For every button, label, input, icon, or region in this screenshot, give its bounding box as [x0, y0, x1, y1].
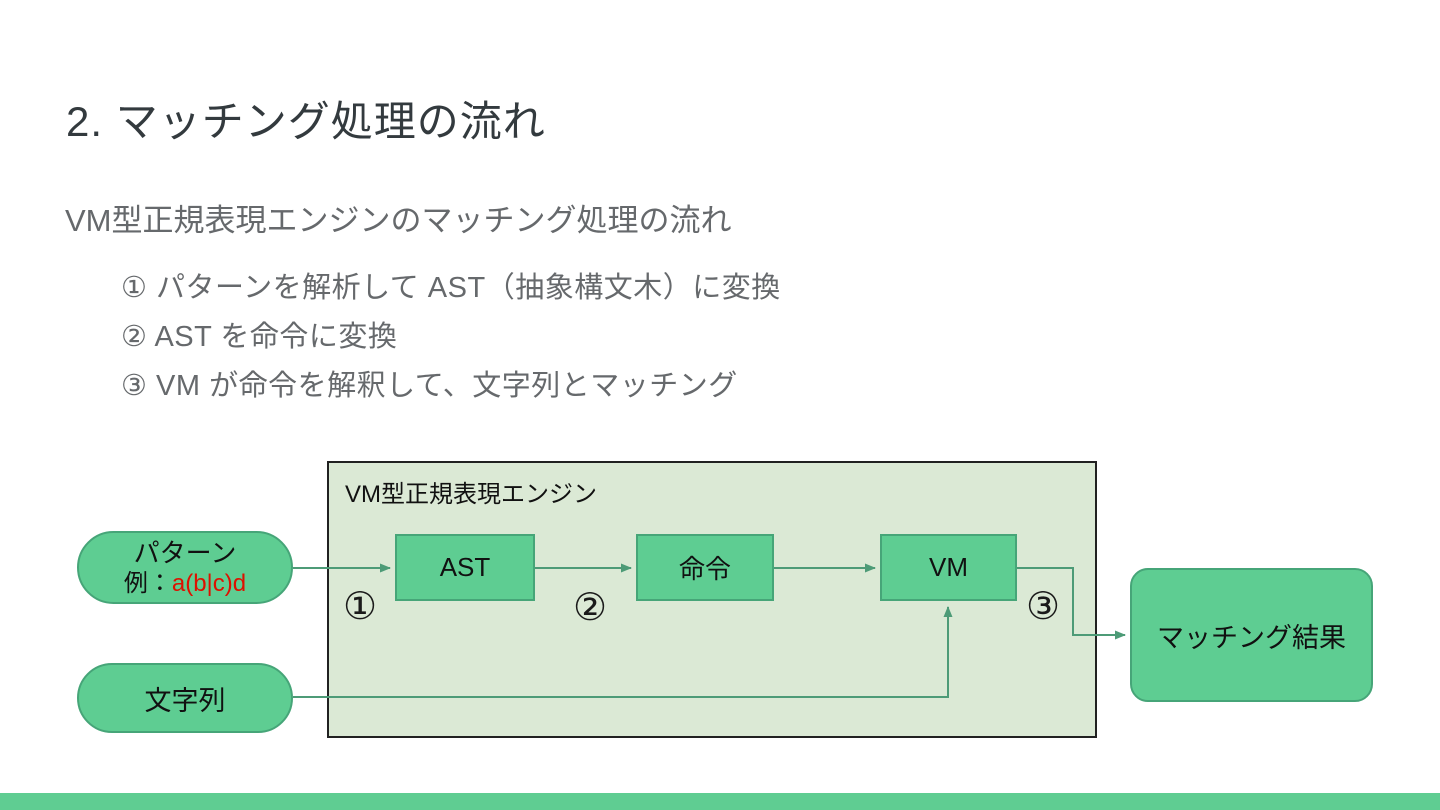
diagram-step-marker-2: ②: [572, 587, 608, 629]
string-input-pill: 文字列: [77, 663, 293, 733]
page-title: 2. マッチング処理の流れ: [66, 98, 546, 145]
match-result-label: マッチング結果: [1157, 622, 1346, 653]
engine-label: VM型正規表現エンジン: [345, 481, 597, 508]
match-result-box: マッチング結果: [1130, 568, 1373, 702]
step-item-3: ③ VM が命令を解釈して、文字列とマッチング: [121, 370, 738, 402]
diagram-step-marker-3: ③: [1025, 586, 1061, 628]
step-list: ① パターンを解析して AST（抽象構文木）に変換 ② AST を命令に変換 ③…: [121, 264, 781, 411]
string-pill-label: 文字列: [144, 685, 226, 716]
node-vm: VM: [880, 534, 1017, 601]
node-ast: AST: [395, 534, 535, 601]
pattern-example-label: 例：: [123, 569, 172, 597]
diagram-step-marker-1: ①: [342, 586, 378, 628]
node-instructions: 命令: [636, 534, 774, 601]
pattern-example-value: a(b|c)d: [171, 569, 247, 597]
pattern-input-pill: パターン 例：a(b|c)d: [77, 531, 293, 604]
step-item-2: ② AST を命令に変換: [121, 321, 398, 353]
slide-subtitle: VM型正規表現エンジンのマッチング処理の流れ: [65, 203, 732, 238]
pattern-pill-example: 例：a(b|c)d: [124, 569, 246, 598]
footer-accent-bar: [0, 793, 1440, 810]
pattern-pill-title: パターン: [133, 537, 237, 568]
step-item-1: ① パターンを解析して AST（抽象構文木）に変換: [121, 272, 781, 304]
